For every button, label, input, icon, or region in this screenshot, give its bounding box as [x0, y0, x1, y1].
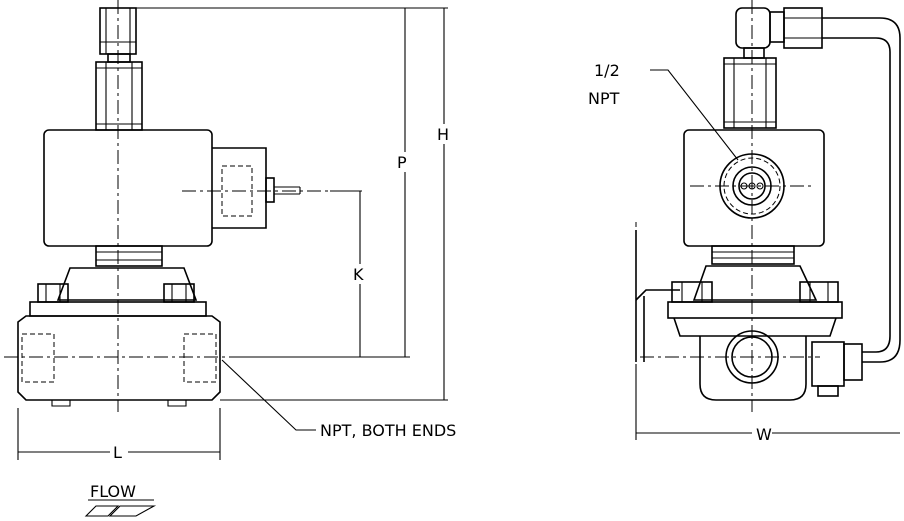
side-view [635, 0, 901, 412]
dimension-lines [17, 7, 448, 460]
solenoid-coil [43, 129, 213, 247]
dim-label-w: W [756, 425, 772, 444]
bonnet [56, 267, 198, 301]
dim-label-h: H [437, 125, 449, 144]
front-view [4, 0, 330, 412]
body-side [699, 336, 807, 401]
tube-nut [783, 7, 823, 49]
pipe-size-leader [650, 69, 739, 161]
flow-arrow-icon [84, 499, 157, 517]
dim-label-l: L [113, 443, 122, 462]
dim-label-p: P [397, 153, 407, 172]
pipe-size-label: 1/2 [594, 61, 620, 80]
pipe-thread-label: NPT [588, 89, 620, 108]
tube-fitting [843, 343, 863, 381]
npt-leader [221, 359, 316, 431]
flow-label: FLOW [90, 482, 136, 501]
elbow-fitting [735, 7, 771, 49]
hex-nut [95, 61, 143, 131]
valve-body [17, 315, 221, 401]
npt-both-ends-label: NPT, BOTH ENDS [320, 421, 456, 440]
dim-label-k: K [353, 265, 364, 284]
